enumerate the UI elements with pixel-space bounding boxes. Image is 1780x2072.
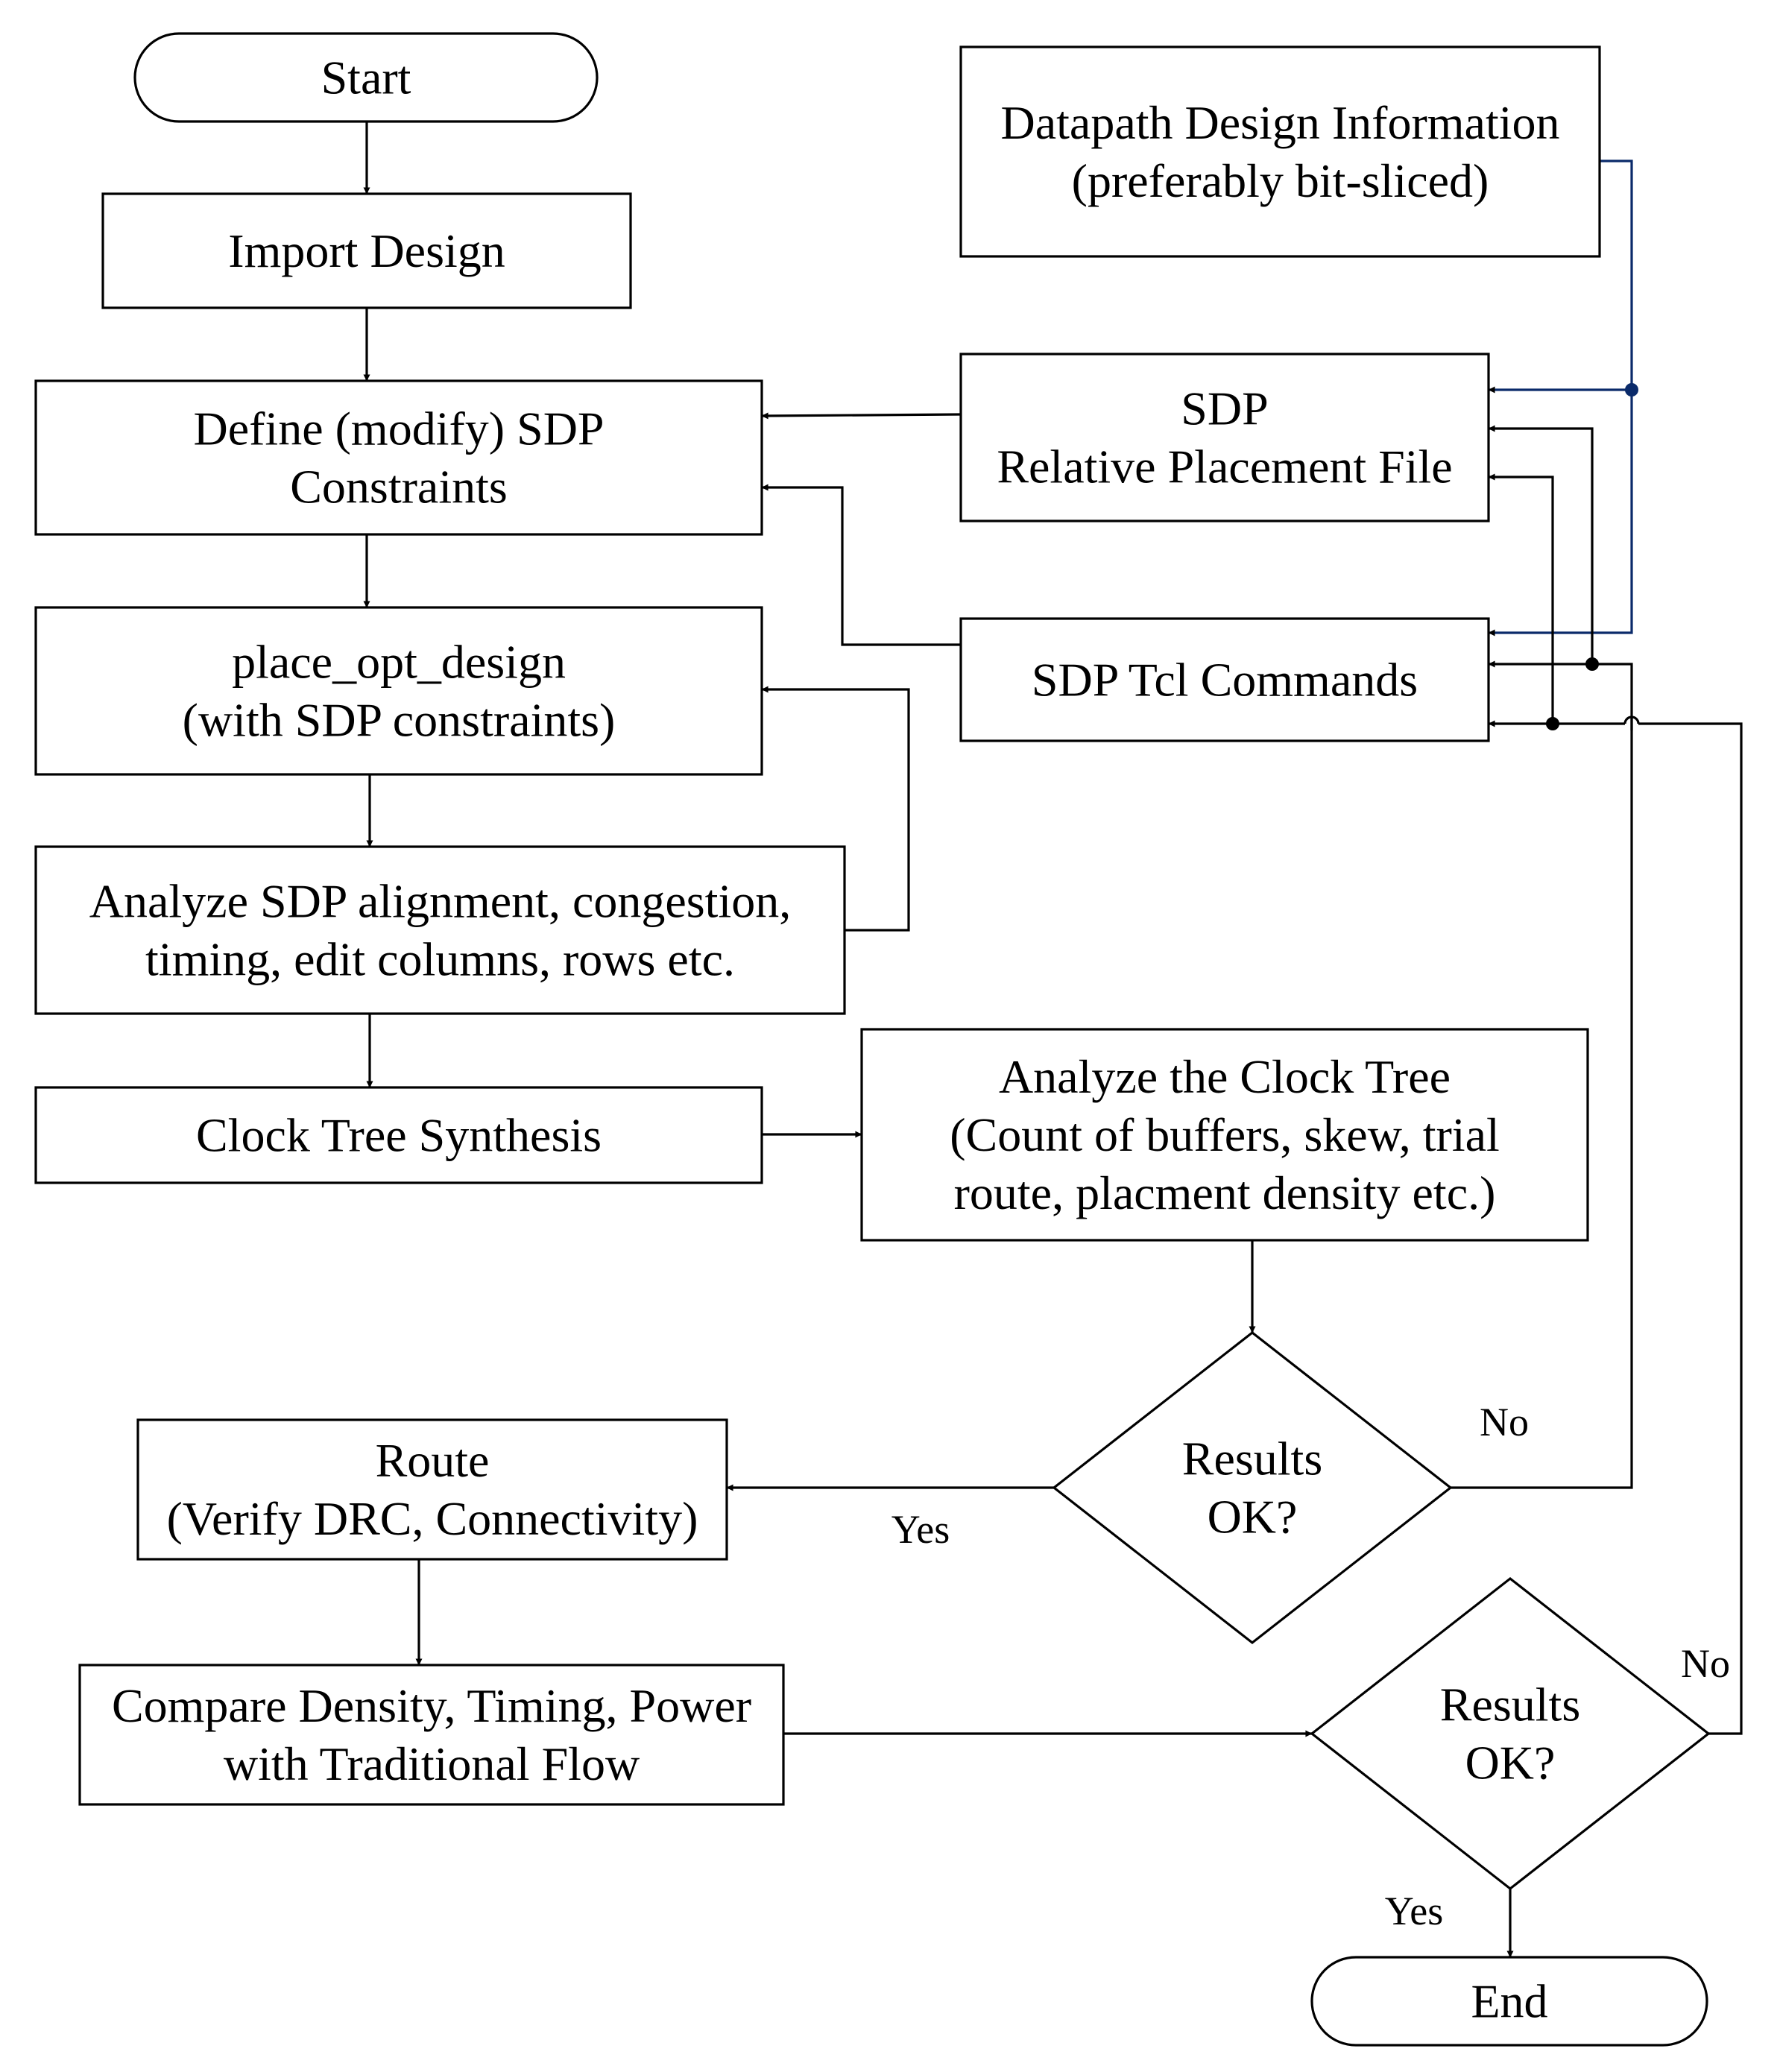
d2-no-label: No <box>1681 1641 1730 1686</box>
edge-decision2-no-trunk <box>1638 722 1743 1735</box>
tcl-commands-label: SDP Tcl Commands <box>1032 654 1418 707</box>
analyze-sdp-label: timing, edit columns, rows etc. <box>145 933 735 986</box>
datapath-junction-dot <box>1625 383 1638 397</box>
rel-placement-label: SDP <box>1181 382 1268 435</box>
route-label: Route <box>376 1434 490 1487</box>
decision1-label: Results <box>1182 1433 1322 1485</box>
route-node: Route(Verify DRC, Connectivity) <box>136 1418 728 1561</box>
place-opt-node: place_opt_design(with SDP constraints) <box>34 606 763 776</box>
edge-datapath-to-tcl <box>1488 390 1633 637</box>
decision2-label: Results <box>1440 1678 1580 1731</box>
datapath-info-label: (preferably bit-sliced) <box>1072 154 1489 207</box>
rel-placement-box <box>959 353 1490 522</box>
datapath-info-node: Datapath Design Information(preferably b… <box>959 45 1601 258</box>
compare-label: Compare Density, Timing, Power <box>112 1679 751 1732</box>
import-design-label: Import Design <box>228 224 505 277</box>
route-box <box>136 1418 728 1561</box>
cts-node: Clock Tree Synthesis <box>34 1086 763 1184</box>
edge-datapath-trunk <box>1600 159 1633 390</box>
analyze-clock-label: Analyze the Clock Tree <box>999 1050 1451 1103</box>
decision1-label: OK? <box>1208 1491 1298 1544</box>
define-constraints-node: Define (modify) SDP Constraints <box>34 379 763 536</box>
analyze-sdp-box <box>34 845 846 1015</box>
define-constraints-label: Constraints <box>290 461 508 514</box>
analyze-sdp-node: Analyze SDP alignment, congestion,timing… <box>34 845 846 1015</box>
edge-decision1-no-trunk <box>1451 717 1633 1489</box>
compare-box <box>78 1664 785 1806</box>
analyze-clock-label: (Count of buffers, skew, trial <box>950 1108 1500 1161</box>
end-node: End <box>1310 1956 1708 2047</box>
define-constraints-box <box>34 379 763 536</box>
edge-decision1-no-to-tcl <box>1488 660 1633 730</box>
d1-yes-label: Yes <box>891 1507 950 1552</box>
decision1-junction-dot <box>1585 657 1599 671</box>
analyze-clock-node: Analyze the Clock Tree(Count of buffers,… <box>860 1028 1589 1242</box>
start-label: Start <box>321 51 411 104</box>
place-opt-label: place_opt_design <box>232 636 566 689</box>
compare-label: with Traditional Flow <box>224 1737 640 1790</box>
edge-relplacement-to-define <box>761 412 962 420</box>
analyze-sdp-label: Analyze SDP alignment, congestion, <box>89 875 791 928</box>
d2-yes-label: Yes <box>1385 1889 1444 1933</box>
edge-analyze-feedback-to-place <box>761 686 910 932</box>
tcl-commands-node: SDP Tcl Commands <box>959 617 1490 742</box>
edge-tcl-to-define <box>761 484 961 646</box>
decision2-label: OK? <box>1465 1737 1556 1790</box>
end-terminal <box>1310 1956 1708 2047</box>
define-constraints-label: Define (modify) SDP <box>193 402 604 455</box>
tcl-commands-box <box>959 617 1490 742</box>
decision2-diamond <box>1310 1576 1711 1891</box>
cts-box <box>34 1086 763 1184</box>
datapath-info-box <box>959 45 1601 258</box>
end-label: End <box>1471 1975 1547 2028</box>
edge-decision2-no-to-relplacement <box>1488 473 1554 724</box>
place-opt-box <box>34 606 763 776</box>
place-opt-label: (with SDP constraints) <box>183 694 616 747</box>
d1-no-label: No <box>1480 1400 1529 1444</box>
edge-decision1-no-to-relplacement <box>1488 425 1594 664</box>
cts-label: Clock Tree Synthesis <box>196 1109 602 1162</box>
decision1-diamond <box>1052 1330 1453 1645</box>
datapath-info-label: Datapath Design Information <box>1001 96 1560 149</box>
analyze-clock-label: route, placment density etc.) <box>954 1166 1496 1219</box>
route-label: (Verify DRC, Connectivity) <box>167 1492 698 1545</box>
import-design-node: Import Design <box>101 192 632 309</box>
start-terminal <box>133 32 599 123</box>
decision2-junction-dot <box>1546 717 1559 730</box>
start-node: Start <box>133 32 599 123</box>
import-design-box <box>101 192 632 309</box>
rel-placement-label: Relative Placement File <box>997 440 1452 493</box>
analyze-clock-box <box>860 1028 1589 1242</box>
